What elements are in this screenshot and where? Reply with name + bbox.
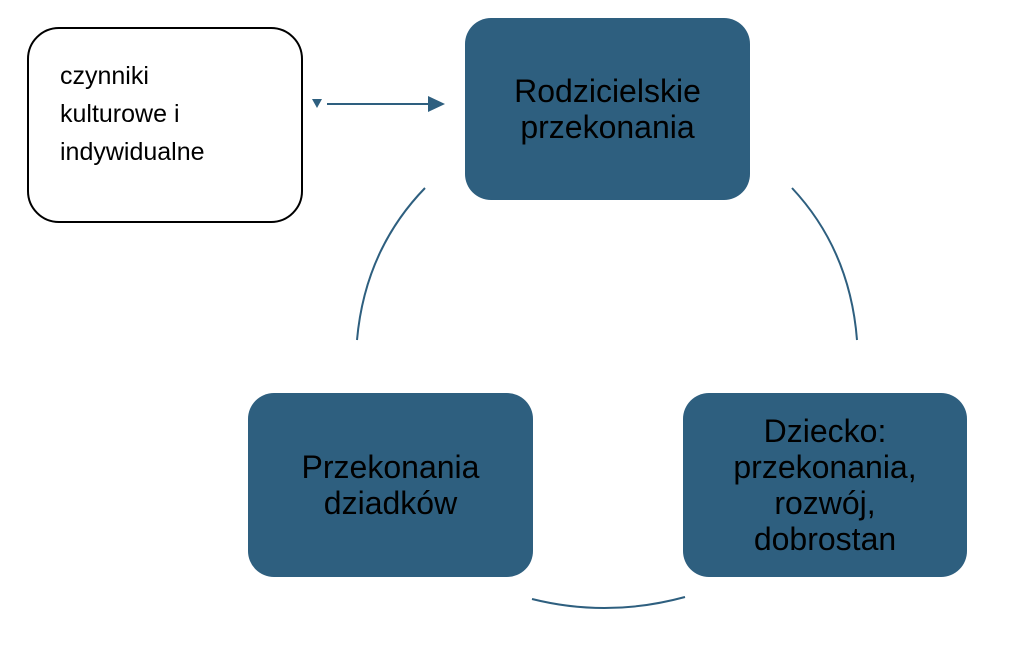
arc-parental-to-grandparents <box>356 187 426 341</box>
node-child-label: Dziecko: przekonania, rozwój, dobrostan <box>733 413 917 557</box>
arrow-head-icon <box>428 96 445 112</box>
node-parental-label: Rodzicielskie przekonania <box>514 73 701 145</box>
arrow-tail-icon <box>312 99 322 108</box>
node-child: Dziecko: przekonania, rozwój, dobrostan <box>683 393 967 577</box>
node-parental-beliefs: Rodzicielskie przekonania <box>465 18 750 200</box>
factors-text: czynniki kulturowe i indywidualne <box>60 62 205 166</box>
node-grandparents-beliefs: Przekonania dziadków <box>248 393 533 577</box>
node-grandparents-label: Przekonania dziadków <box>301 449 480 521</box>
arc-grandparents-to-child <box>531 596 686 610</box>
factors-box: czynniki kulturowe i indywidualne <box>27 27 303 223</box>
arc-parental-to-child <box>791 187 858 341</box>
